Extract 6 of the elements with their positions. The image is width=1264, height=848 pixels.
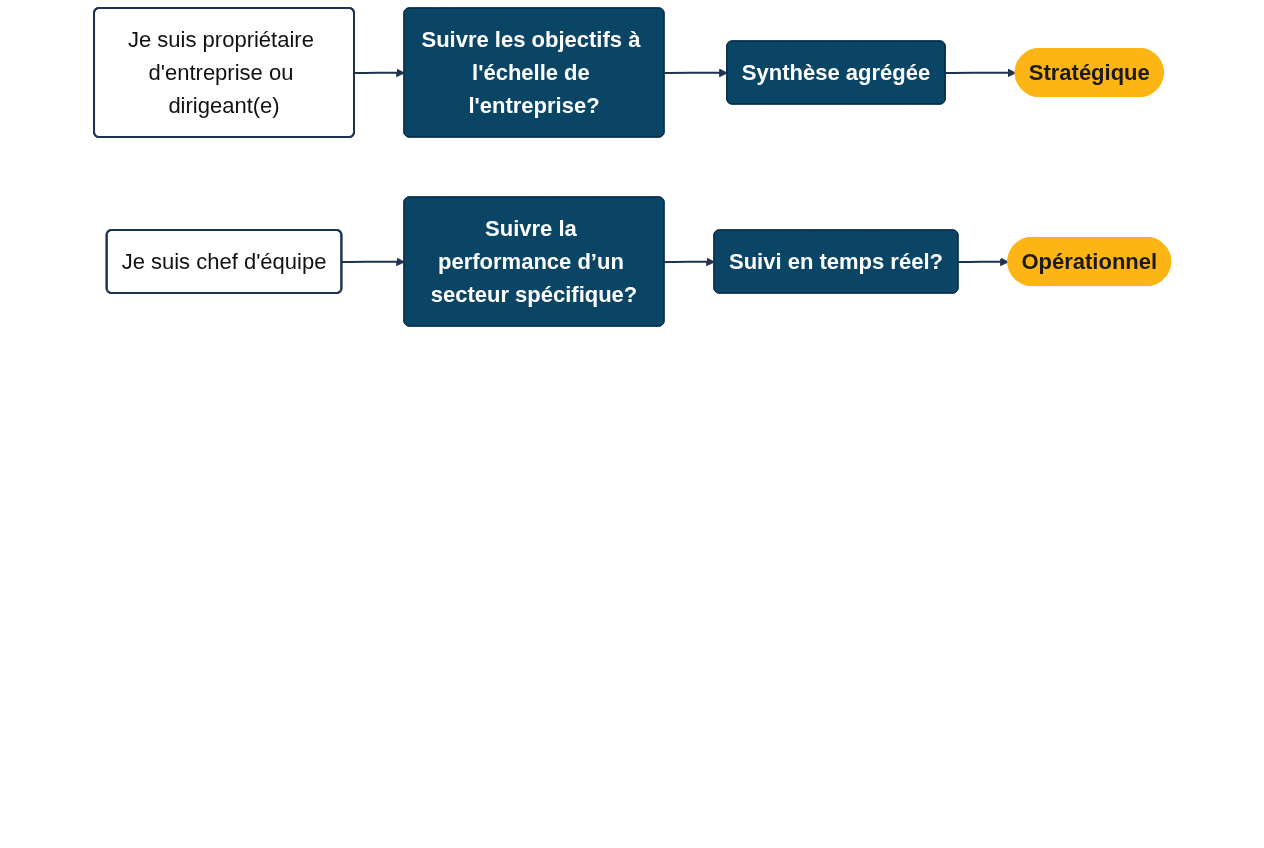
arrow [957, 257, 1009, 267]
arrow [944, 68, 1016, 78]
node-text: Je suis propriétaire d'entreprise ou dirigeant(e) [127, 27, 314, 118]
arrow [663, 68, 728, 78]
arrow [353, 68, 405, 78]
arrow [663, 257, 715, 267]
